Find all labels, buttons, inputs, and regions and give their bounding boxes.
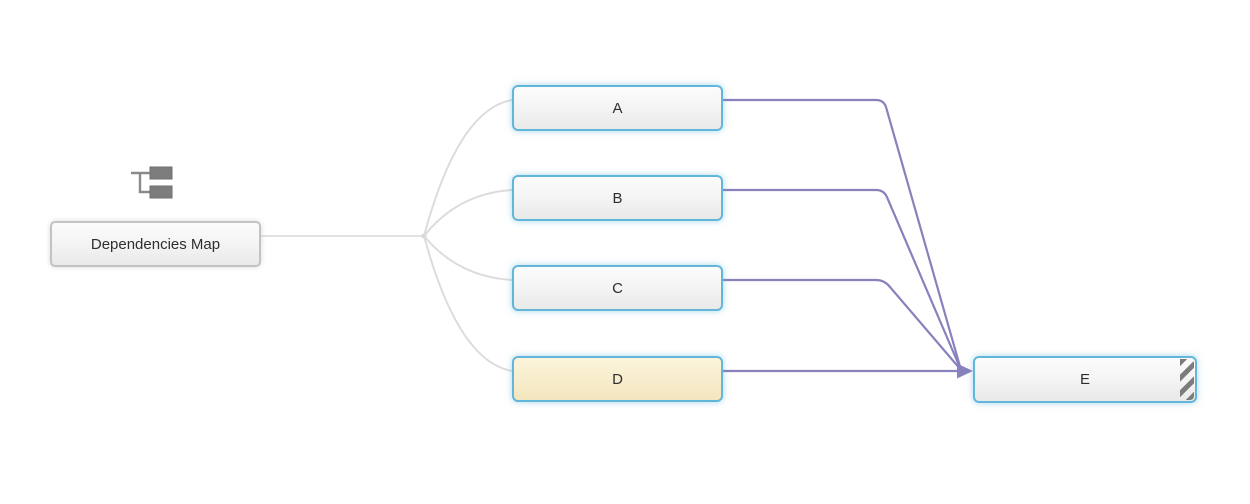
node-d-label: D <box>612 370 623 388</box>
node-b-label: B <box>612 189 623 207</box>
striped-edge-decoration <box>1180 359 1194 400</box>
node-e[interactable]: E <box>973 356 1197 403</box>
node-a[interactable]: A <box>512 85 723 131</box>
node-a-label: A <box>612 99 623 117</box>
node-b[interactable]: B <box>512 175 723 221</box>
node-d[interactable]: D <box>512 356 723 402</box>
node-c[interactable]: C <box>512 265 723 311</box>
node-e-label: E <box>1079 371 1090 388</box>
hierarchy-icon <box>131 166 173 199</box>
root-node-dependencies-map[interactable]: Dependencies Map <box>50 221 261 267</box>
node-c-label: C <box>612 279 623 297</box>
root-node-label: Dependencies Map <box>90 235 221 253</box>
